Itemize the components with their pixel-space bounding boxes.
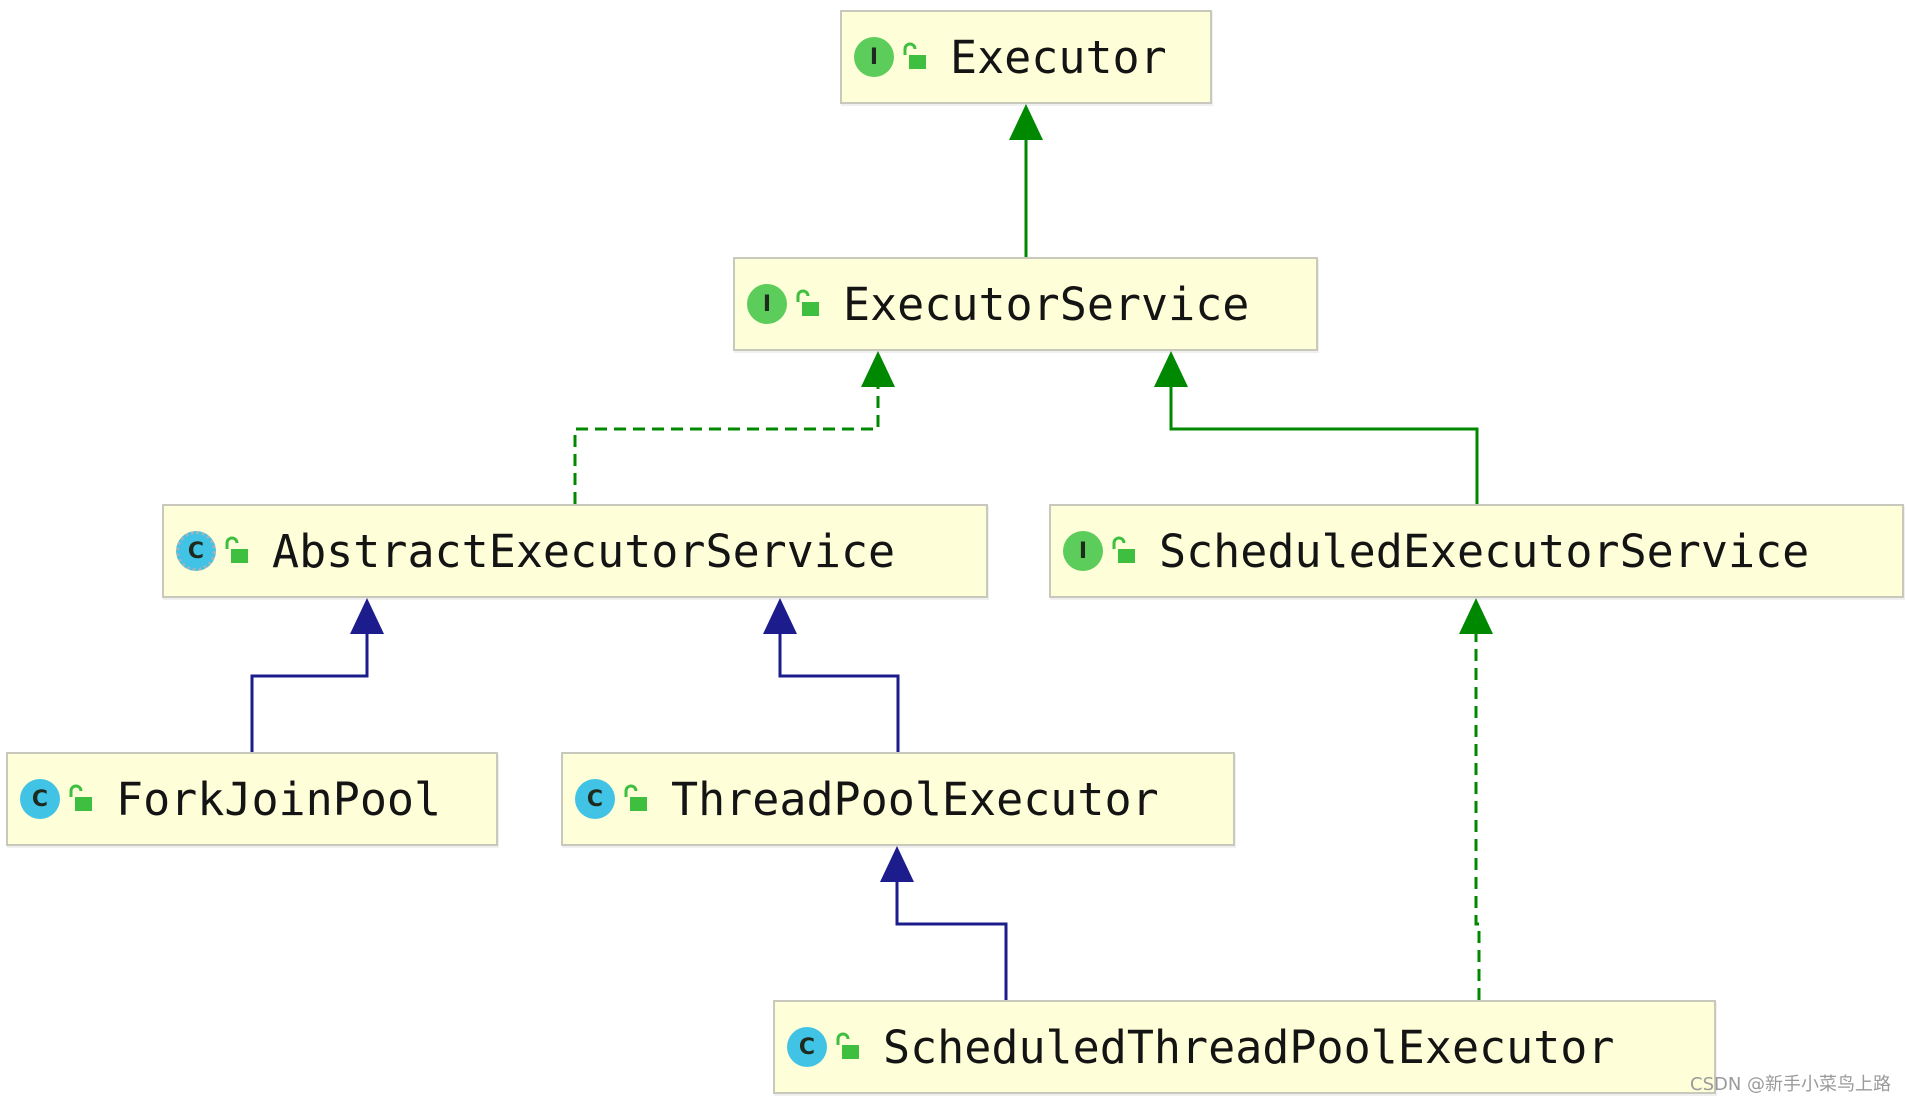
- node-scheduled-executor-service[interactable]: I ScheduledExecutorService: [1049, 504, 1904, 598]
- node-label: ScheduledExecutorService: [1159, 524, 1810, 578]
- node-scheduledthreadpoolexecutor[interactable]: C ScheduledThreadPoolExecutor: [773, 1000, 1716, 1094]
- edge-abstract-to-executorservice: [573, 383, 880, 504]
- arrowhead-abstract-left: [350, 598, 384, 634]
- arrowhead-executor: [1009, 104, 1043, 140]
- edge-tpe-to-abstract: [778, 630, 900, 752]
- lock-open-icon: [1112, 536, 1135, 563]
- arrowhead-tpe: [880, 846, 914, 882]
- edge-scheduledes-to-executorservice: [1169, 383, 1479, 504]
- arrowhead-abstract-right: [763, 598, 797, 634]
- node-threadpoolexecutor[interactable]: C ThreadPoolExecutor: [561, 752, 1235, 846]
- lock-open-icon: [624, 784, 647, 811]
- lock-open-icon: [69, 784, 92, 811]
- lock-open-icon: [836, 1032, 859, 1059]
- node-label: ExecutorService: [843, 277, 1250, 331]
- node-executorservice[interactable]: I ExecutorService: [733, 257, 1318, 351]
- class-icon: C: [575, 779, 615, 819]
- edge-stpe-to-scheduledes: [1474, 630, 1481, 1000]
- interface-icon: I: [854, 37, 894, 77]
- edge-forkjoin-to-abstract: [250, 630, 369, 752]
- node-label: AbstractExecutorService: [272, 524, 896, 578]
- watermark: CSDN @新手小菜鸟上路: [1690, 1074, 1892, 1095]
- node-abstract-executor-service[interactable]: C AbstractExecutorService: [162, 504, 988, 598]
- class-icon: C: [20, 779, 60, 819]
- arrowhead-scheduledes: [1459, 598, 1493, 634]
- node-executor[interactable]: I Executor: [840, 10, 1212, 104]
- node-label: ForkJoinPool: [116, 772, 442, 826]
- class-icon: C: [787, 1027, 827, 1067]
- edge-stpe-to-tpe: [895, 878, 1008, 1000]
- lock-open-icon: [903, 42, 926, 69]
- interface-icon: I: [747, 284, 787, 324]
- node-label: Executor: [950, 30, 1167, 84]
- arrowhead-executorservice-right: [1154, 351, 1188, 387]
- abstract-class-icon: C: [176, 531, 216, 571]
- node-label: ThreadPoolExecutor: [671, 772, 1159, 826]
- lock-open-icon: [225, 536, 248, 563]
- node-forkjoinpool[interactable]: C ForkJoinPool: [6, 752, 498, 846]
- interface-icon: I: [1063, 531, 1103, 571]
- lock-open-icon: [796, 289, 819, 316]
- arrowhead-executorservice-left: [861, 351, 895, 387]
- node-label: ScheduledThreadPoolExecutor: [883, 1020, 1615, 1074]
